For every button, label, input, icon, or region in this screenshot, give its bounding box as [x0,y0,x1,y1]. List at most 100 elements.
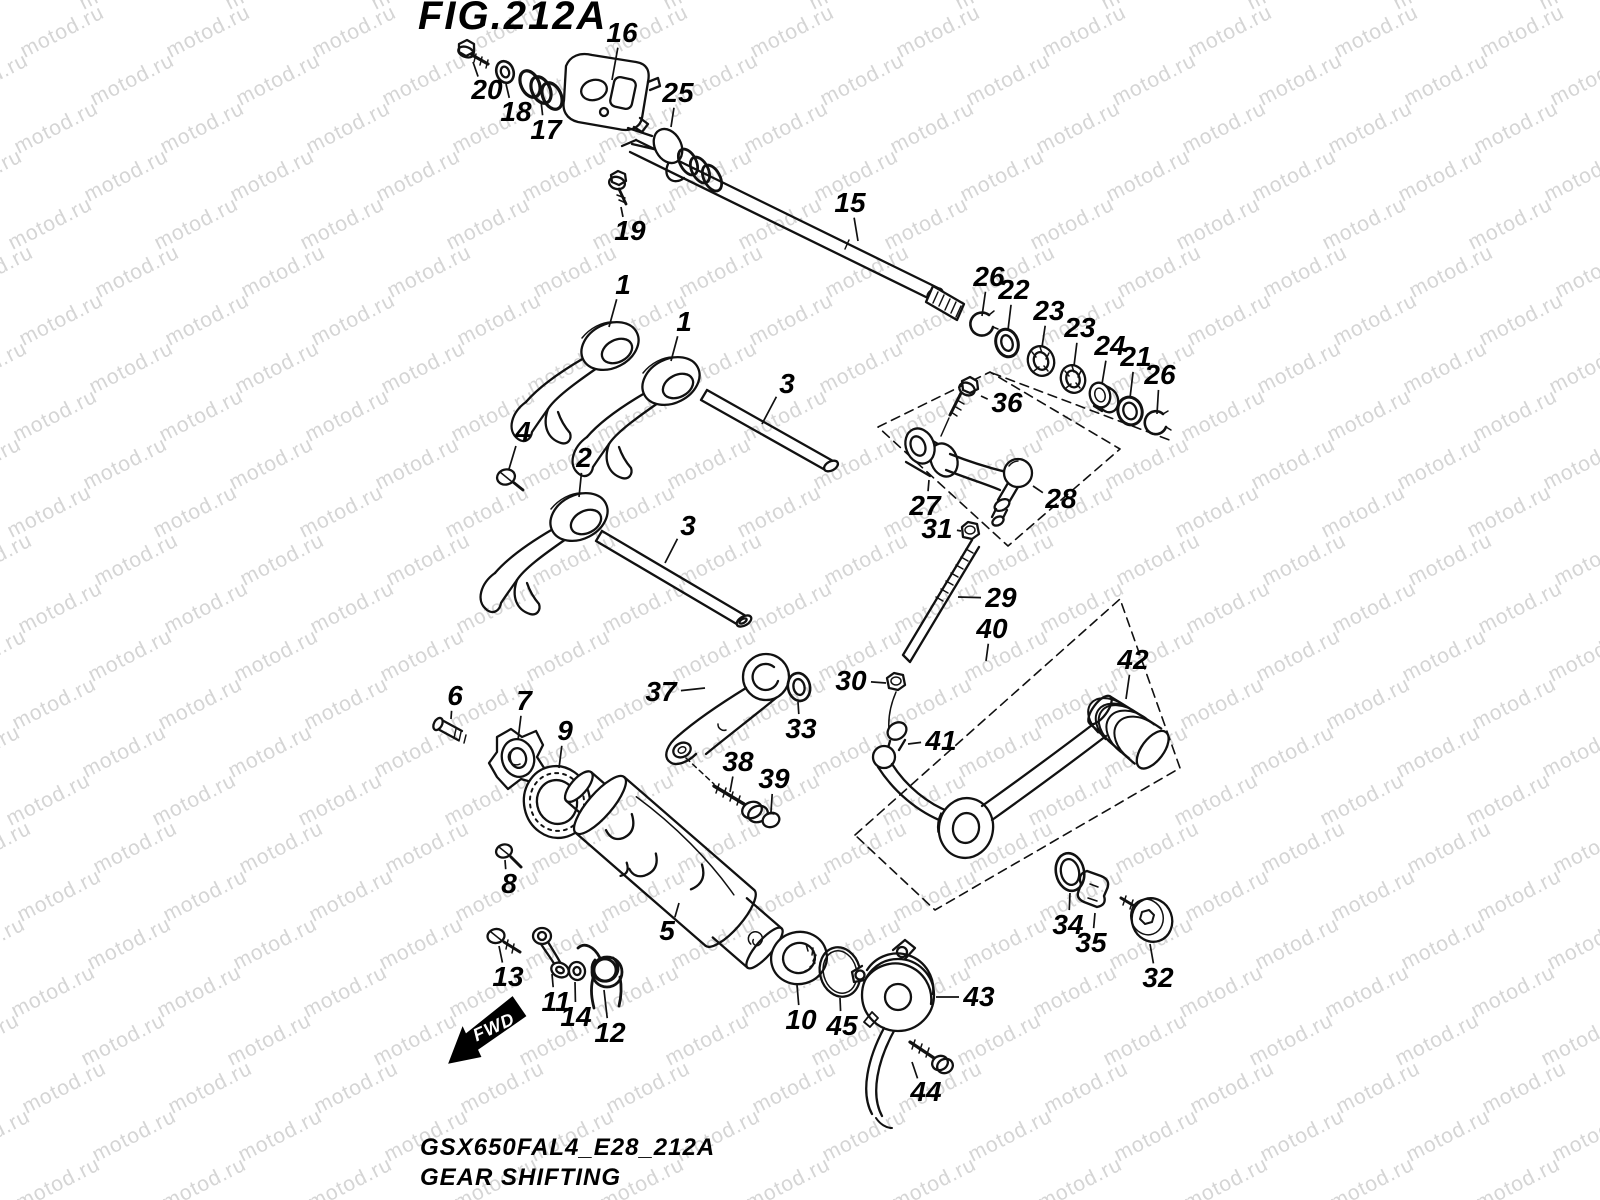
part-number-label-27: 27 [908,490,942,521]
part-locknut-31 [960,520,981,541]
part-number-label-39: 39 [758,763,790,794]
part-stopper-lever-11 [531,926,570,979]
leader-line-33 [797,701,800,715]
part-cam-guide-plate-16 [562,52,662,134]
part-shift-rod-29 [901,538,981,664]
part-number-label-17: 17 [530,114,563,145]
part-number-label-21: 21 [1119,341,1151,372]
leader-line-2 [578,472,583,498]
part-number-label-4: 4 [514,416,531,447]
leader-line-1 [608,299,618,328]
part-number-label-1: 1 [676,306,692,337]
footer-part-code: GSX650FAL4_E28_212A [420,1134,716,1161]
leader-line-29 [957,596,982,599]
part-number-label-24: 24 [1093,330,1126,361]
part-shift-fork-1a [510,311,648,445]
part-number-label-43: 43 [962,981,995,1012]
leader-line-39 [770,793,774,813]
part-number-label-6: 6 [447,680,463,711]
part-number-label-26: 26 [972,261,1005,292]
leader-line-22 [1007,304,1012,331]
part-number-label-12: 12 [594,1017,626,1048]
part-number-label-30: 30 [835,665,867,696]
assembly-box-27-28 [877,371,1121,547]
part-bolt-19 [607,169,628,206]
leader-line-38 [729,776,734,793]
leader-line-37 [680,687,706,692]
part-number-label-31: 31 [921,513,952,544]
part-number-label-38: 38 [722,746,754,777]
part-screw-44 [908,1039,954,1075]
leader-line-27 [927,479,930,492]
fwd-arrow: FWD [448,996,527,1064]
part-clip-35 [1076,869,1110,909]
leader-line-44 [911,1061,919,1079]
part-number-label-28: 28 [1044,483,1077,514]
part-screw-4 [495,468,525,492]
part-number-label-23: 23 [1032,295,1065,326]
leader-line-12 [603,989,609,1019]
part-number-label-10: 10 [785,1004,817,1035]
part-number-label-45: 45 [825,1010,858,1041]
part-joint-41 [871,721,908,770]
part-cam-stopper-plate-7 [487,727,548,791]
leader-line-17 [540,100,544,116]
leader-line-13 [498,945,504,963]
part-spacer-24 [1088,381,1120,414]
part-pawl-fork-25 [626,126,724,193]
part-washer-18 [494,59,516,85]
footer-caption: GEAR SHIFTING [420,1164,622,1191]
part-number-label-5: 5 [659,915,675,946]
part-number-label-15: 15 [834,187,866,218]
part-washer-21 [1116,395,1144,427]
leader-line-16 [611,47,619,81]
part-pedal-rubber-42 [1087,694,1170,770]
part-number-label-9: 9 [557,715,573,746]
leader-line-41 [907,741,922,745]
part-number-label-25: 25 [661,77,694,108]
part-bolt-38 [712,783,769,824]
part-pin-6 [432,716,467,744]
part-shift-fork-2 [479,482,617,616]
part-bolt-36 [940,375,980,437]
part-number-label-11: 11 [541,986,570,1017]
leader-line-28 [1032,485,1044,494]
part-snap-ring-26b [1143,409,1172,436]
leader-line-3 [761,396,778,425]
part-spring-17 [518,69,564,111]
part-number-label-42: 42 [1116,644,1149,675]
part-number-label-35: 35 [1075,927,1107,958]
leader-line-25 [670,107,675,128]
figure-title: FIG.212A [418,0,608,38]
leader-line-1 [670,336,679,362]
leader-line-42 [1125,674,1131,700]
leader-line-23 [1073,342,1078,367]
part-number-label-41: 41 [924,725,956,756]
leader-line-6 [450,710,453,720]
part-number-label-36: 36 [991,387,1023,418]
leader-line-10 [796,984,800,1006]
part-washer-22 [994,327,1020,359]
leader-line-24 [1101,360,1107,385]
leader-line-34 [1068,892,1071,911]
part-snap-ring-26a [969,310,999,337]
leader-line-31 [956,529,962,532]
part-bearing-23b [1059,364,1087,394]
part-number-label-22: 22 [997,274,1030,305]
part-number-label-23: 23 [1063,312,1096,343]
leader-line-19 [620,206,624,218]
part-gear-position-sensor-43 [850,938,936,1129]
part-number-label-3: 3 [779,368,795,399]
part-bolt-20 [457,38,490,69]
leader-line-3 [664,538,679,564]
part-number-label-8: 8 [501,868,517,899]
part-screw-13 [486,927,522,954]
part-number-label-29: 29 [984,582,1017,613]
part-number-label-37: 37 [645,676,678,707]
leader-line-11 [551,973,555,988]
part-gearshift-lever-40 [876,720,1108,860]
part-number-label-32: 32 [1142,962,1174,993]
part-fork-shaft-3b [594,529,753,628]
axis-dashed-line [991,372,1173,442]
